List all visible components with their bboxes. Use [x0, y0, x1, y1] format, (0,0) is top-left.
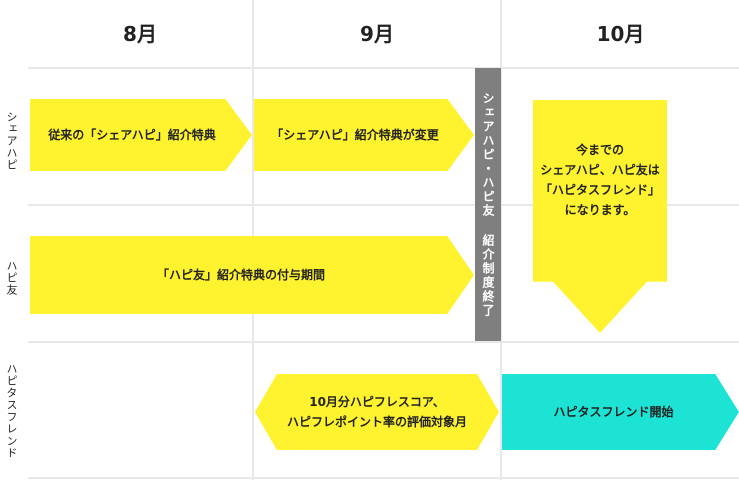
- column-divider-2: [500, 0, 502, 480]
- arrow-share-change-label: 「シェアハピ」紹介特典が変更: [271, 128, 439, 142]
- row-label-hapitomo: ハピ友: [5, 259, 18, 296]
- program-end-label: シェアハピ・ハピ友 紹介制度終了: [481, 91, 495, 318]
- row-divider-3: [28, 341, 739, 343]
- score-target-line-1: 10月分ハピフレスコア、: [309, 395, 445, 409]
- score-target-line-2: ハピフレポイント率の評価対象月: [286, 415, 467, 429]
- arrow-friend-start: ハピタスフレンド開始: [502, 374, 739, 450]
- arrow-share-old: 従来の「シェアハピ」紹介特典: [30, 99, 252, 171]
- arrow-friend-start-label: ハピタスフレンド開始: [553, 405, 674, 419]
- arrow-hapitomo-period: 「ハピ友」紹介特典の付与期間: [30, 236, 474, 314]
- october-note-line-1: 今までの: [575, 143, 624, 157]
- row-divider-4: [28, 477, 739, 479]
- row-divider-2: [28, 204, 739, 206]
- month-header-aug: 8月: [123, 22, 157, 46]
- row-label-hapitas-friend: ハピタスフレンド: [5, 363, 18, 459]
- arrow-share-old-label: 従来の「シェアハピ」紹介特典: [48, 128, 216, 142]
- october-note: 今までの シェアハピ、ハピ友は 「ハピタスフレンド」 になります。: [533, 140, 667, 220]
- month-header-sep: 9月: [360, 22, 394, 46]
- month-header-oct: 10月: [596, 22, 645, 46]
- arrow-share-change: 「シェアハピ」紹介特典が変更: [254, 99, 474, 171]
- hexagon-score-target: 10月分ハピフレスコア、 ハピフレポイント率の評価対象月: [255, 374, 499, 450]
- row-label-share-hapi: シェアハピ: [5, 111, 18, 171]
- october-note-line-2: シェアハピ、ハピ友は: [540, 163, 660, 177]
- program-end-bar: シェアハピ・ハピ友 紹介制度終了: [475, 68, 501, 341]
- score-target-text: 10月分ハピフレスコア、 ハピフレポイント率の評価対象月: [287, 392, 467, 432]
- row-divider-1: [28, 67, 739, 69]
- arrow-hapitomo-period-label: 「ハピ友」紹介特典の付与期間: [156, 268, 325, 282]
- october-note-line-3: 「ハピタスフレンド」: [539, 183, 660, 197]
- october-note-line-4: になります。: [564, 203, 636, 217]
